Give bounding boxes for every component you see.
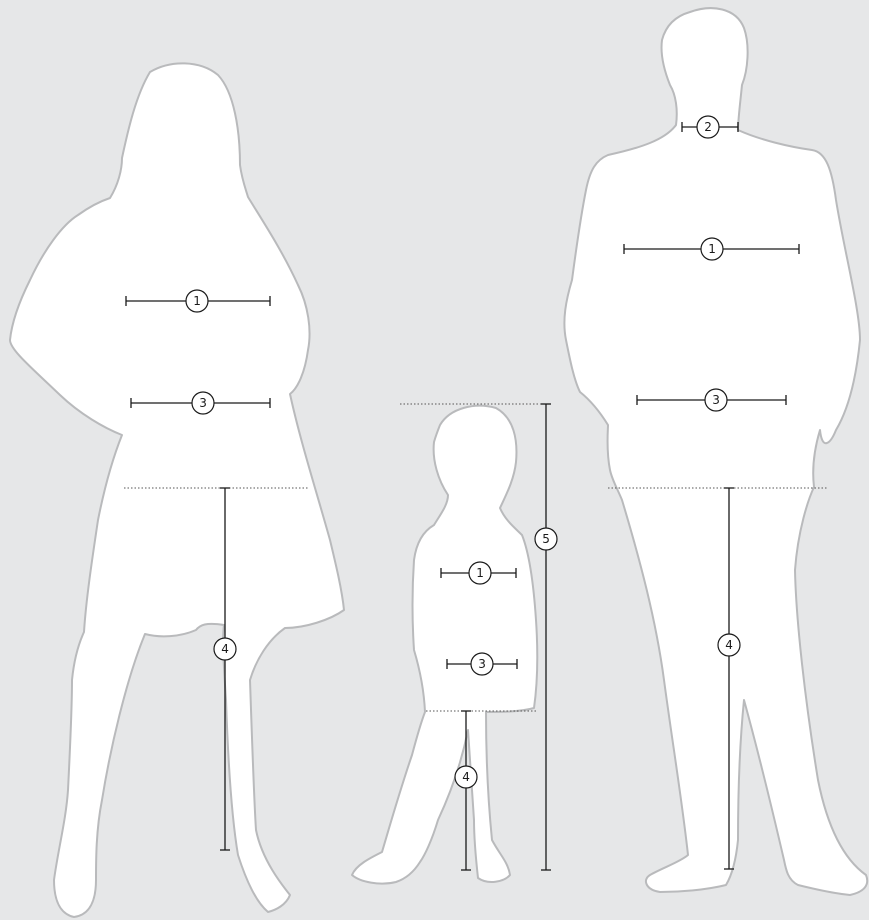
- child-marker-3: 3: [471, 653, 493, 675]
- man-marker-4: 4: [718, 634, 740, 656]
- man-marker-1-label: 1: [708, 242, 716, 256]
- woman-marker-3: 3: [192, 392, 214, 414]
- woman-marker-4: 4: [214, 638, 236, 660]
- woman-marker-3-label: 3: [199, 396, 207, 410]
- man-marker-2-label: 2: [704, 120, 712, 134]
- child-marker-3-label: 3: [478, 657, 486, 671]
- man-marker-4-label: 4: [725, 638, 733, 652]
- man-marker-2: 2: [697, 116, 719, 138]
- child-marker-5: 5: [535, 528, 557, 550]
- woman-marker-1: 1: [186, 290, 208, 312]
- child-marker-5-label: 5: [542, 532, 550, 546]
- child-marker-1: 1: [469, 562, 491, 584]
- child-marker-4: 4: [455, 766, 477, 788]
- woman-marker-1-label: 1: [193, 294, 201, 308]
- man-marker-3-label: 3: [712, 393, 720, 407]
- child-marker-4-label: 4: [462, 770, 470, 784]
- woman-marker-4-label: 4: [221, 642, 229, 656]
- man-marker-3: 3: [705, 389, 727, 411]
- man-marker-1: 1: [701, 238, 723, 260]
- child-marker-1-label: 1: [476, 566, 484, 580]
